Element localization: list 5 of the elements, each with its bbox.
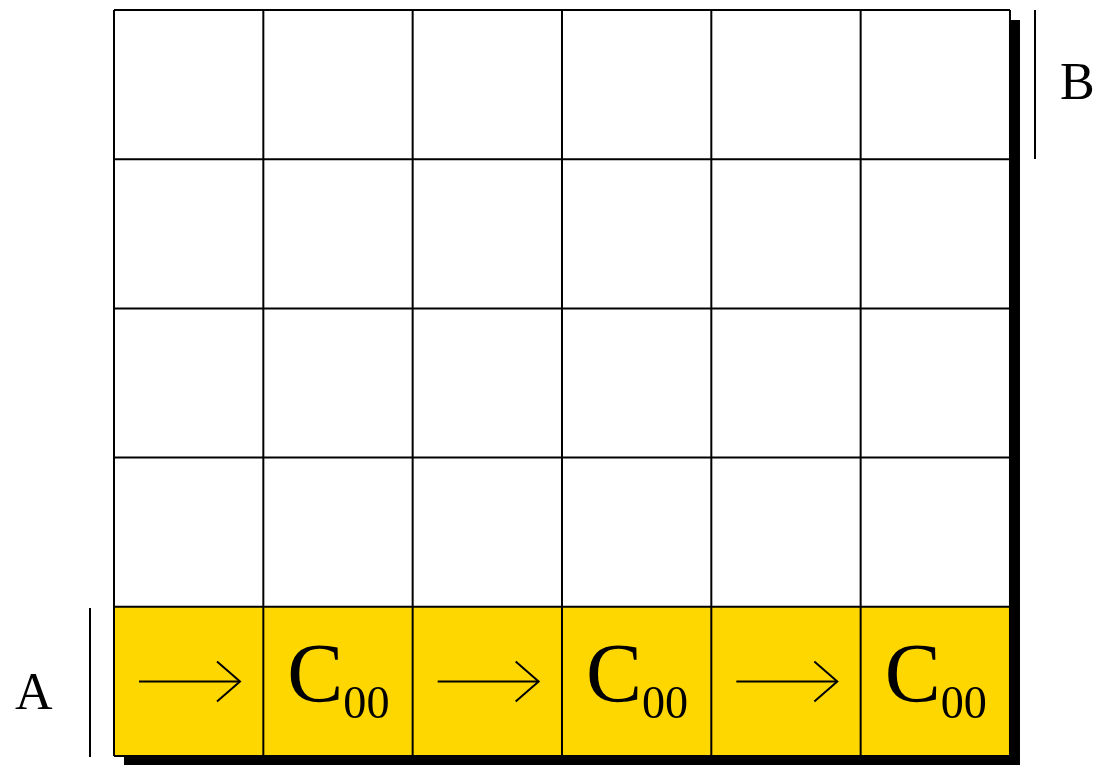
axis-label: B [1060, 56, 1095, 108]
cell-label: C$_{00}$ [884, 632, 987, 716]
axis-label: A [15, 666, 53, 718]
cell-label: C$_{00}$ [287, 632, 390, 716]
cell-label: C$_{00}$ [586, 632, 689, 716]
